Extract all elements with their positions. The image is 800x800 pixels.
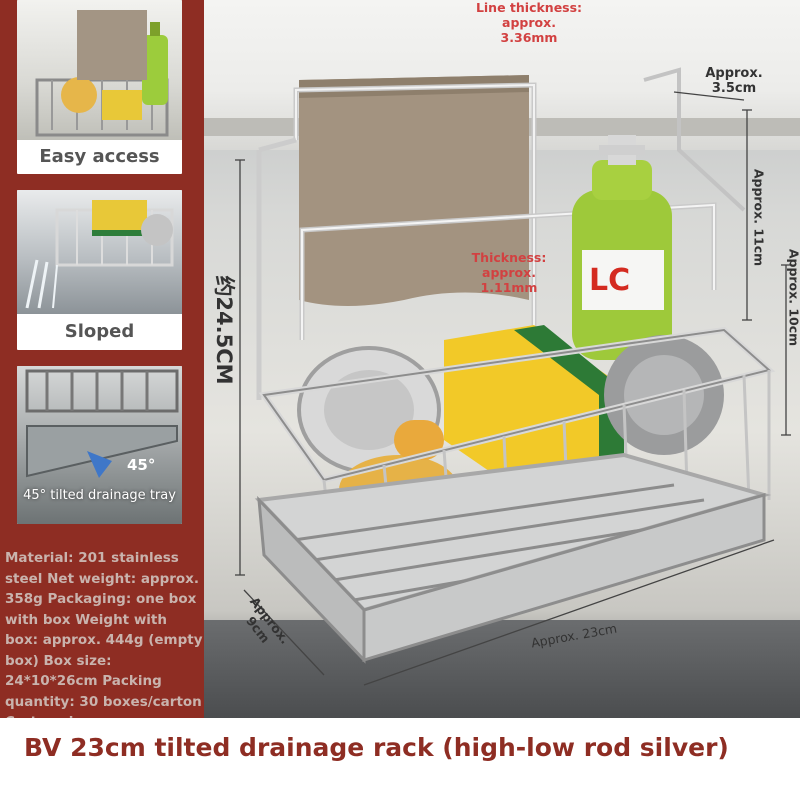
bottle-brand: LC <box>589 263 630 298</box>
sloped-drainage-image <box>17 190 182 314</box>
towel <box>299 75 529 306</box>
thumb2-caption: Sloped drainage <box>17 316 182 348</box>
width-top-label: Approx. 3.5cm <box>705 66 763 96</box>
thumb1-caption: Easy access <box>17 142 182 172</box>
height-total-label: 约24.5CM <box>212 275 236 385</box>
feature-sidebar: Easy access Sloped drainage <box>0 0 204 771</box>
sloped-drainage-illustration <box>25 200 174 309</box>
product-photo: LC <box>204 0 800 718</box>
thickness-label: Thickness: approx. 1.11mm <box>471 250 547 295</box>
thumb3-caption: 45° tilted drainage tray <box>23 488 176 503</box>
thumb-tilted-tray: 45° 45° tilted drainage tray <box>17 366 182 524</box>
angle-label: 45° <box>127 456 155 474</box>
thumb-easy-access: Easy access <box>17 0 182 174</box>
easy-access-illustration <box>35 10 169 137</box>
thumb-sloped-drainage: Sloped drainage <box>17 190 182 350</box>
dimension-lines <box>235 91 791 686</box>
rack-illustration: LC <box>235 67 791 686</box>
line-thickness-label: Line thickness: approx. 3.36mm <box>475 0 583 45</box>
height-upper-label: Approx. 11cm <box>751 168 767 267</box>
tilted-tray-illustration: 45° <box>25 369 179 478</box>
product-title: BV 23cm tilted drainage rack (high-low r… <box>24 733 729 762</box>
height-lower-label: Approx. 10cm <box>786 248 800 347</box>
tilted-tray-image: 45° <box>17 366 182 524</box>
title-bar <box>0 718 800 800</box>
easy-access-image <box>17 0 182 140</box>
